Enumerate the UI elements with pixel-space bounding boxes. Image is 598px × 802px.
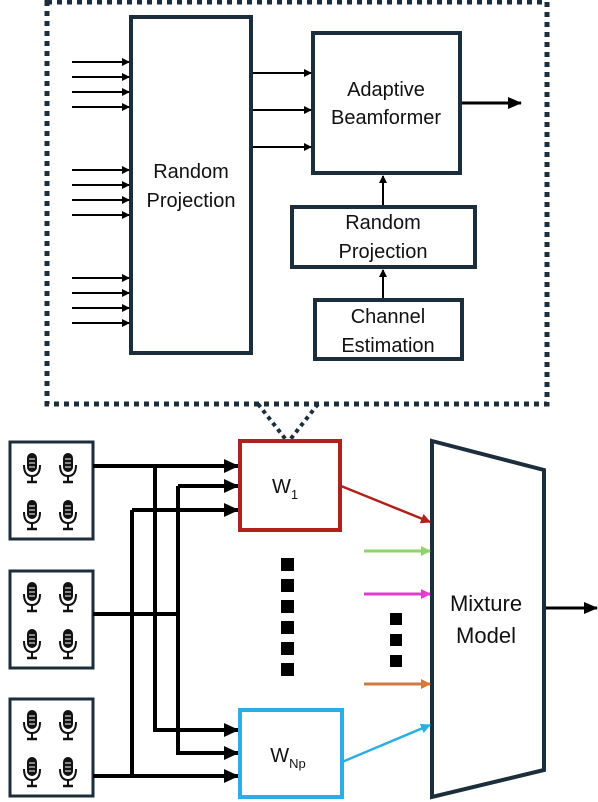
- filter-w1-label: W1: [272, 476, 298, 502]
- w1-to-mixture-arrow: [340, 484, 431, 524]
- projection-to-beamformer-arrows: [253, 69, 312, 151]
- mic-routing-lines: [93, 464, 238, 778]
- channel-estimation-label-2: Estimation: [341, 335, 434, 357]
- random-projection-main-block: [129, 15, 253, 355]
- mic-array-3: [8, 697, 95, 798]
- filter-wnp-block: [238, 708, 344, 799]
- adaptive-beamformer-block: [311, 31, 462, 175]
- zoom-connector: [256, 402, 320, 443]
- mic-array-1: [8, 440, 95, 541]
- random-projection-main-label-1: Random: [153, 161, 229, 183]
- antenna-input-arrows: [72, 58, 130, 327]
- filter-wnp-label: WNp: [270, 745, 306, 771]
- mixture-model-block: [430, 438, 546, 800]
- filter-input-arrowheads: [224, 459, 239, 783]
- mixture-model-label-1: Mixture: [450, 591, 522, 616]
- random-projection-main-label-2: Projection: [147, 190, 236, 212]
- mic-array-2: [8, 569, 95, 670]
- channel-estimation-block: [313, 298, 464, 361]
- adaptive-beamformer-label-1: Adaptive: [347, 79, 425, 101]
- beam-ellipsis: [390, 613, 402, 667]
- beamformer-module-frame: [44, 0, 550, 407]
- random-projection-small-block: [290, 205, 477, 269]
- random-projection-small-label-1: Random: [345, 212, 421, 234]
- random-projection-small-label-2: Projection: [339, 241, 428, 263]
- filter-ellipsis: [281, 558, 294, 676]
- wnp-to-mixture-arrow: [341, 723, 431, 764]
- filter-w1-block: [238, 439, 342, 532]
- mixture-model-label-2: Model: [456, 623, 516, 648]
- adaptive-beamformer-label-2: Beamformer: [331, 107, 441, 129]
- channel-estimation-label-1: Channel: [351, 306, 426, 328]
